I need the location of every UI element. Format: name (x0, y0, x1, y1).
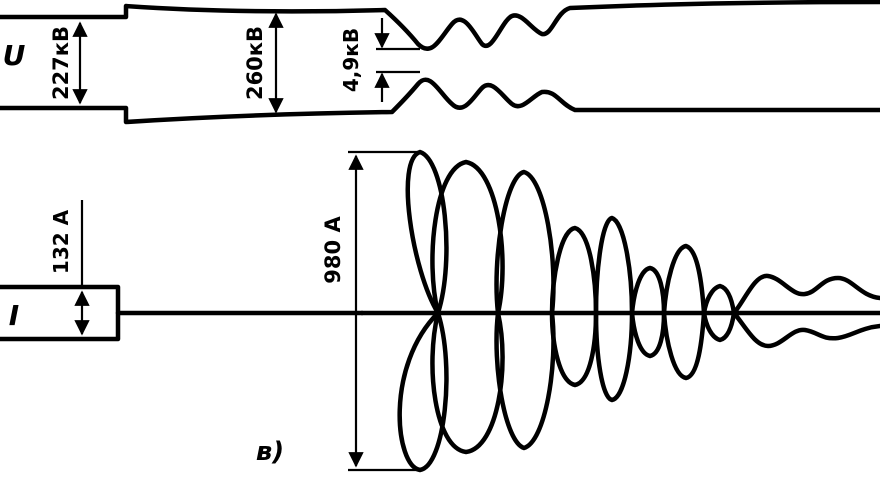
pre-fault-current-value: 132 А (49, 209, 73, 274)
current-lobe-4 (549, 225, 599, 388)
voltage-axis-label: U (3, 39, 26, 72)
peak-voltage-value: 260кВ (243, 26, 267, 100)
voltage-lower-trace (0, 77, 880, 125)
panel-label: в) (256, 437, 284, 467)
current-lower-tail (731, 310, 880, 349)
current-upper-tail (731, 273, 880, 316)
current-lobe-3 (494, 169, 556, 451)
inrush-current-value: 980 А (321, 216, 345, 284)
current-envelope (359, 149, 880, 473)
current-axis-label: I (9, 299, 19, 332)
voltage-upper-trace (0, 0, 880, 51)
current-lobe-5 (593, 215, 635, 403)
current-oscillogram: I 132 А 980 А (0, 149, 880, 473)
pre-fault-voltage-value: 227кВ (49, 26, 73, 100)
voltage-oscillogram: U 227кВ 260кВ 4,9кВ (0, 0, 880, 125)
gap-voltage-value: 4,9кВ (339, 28, 363, 92)
